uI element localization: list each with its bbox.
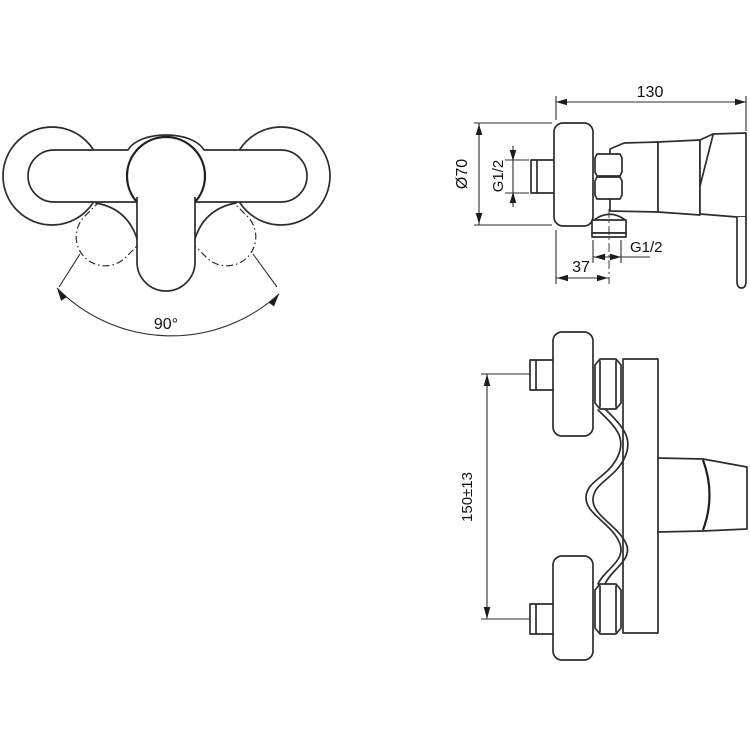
- arrow-g12in-top: [509, 150, 517, 161]
- arrow-d70-bottom: [475, 213, 483, 224]
- arrow-150-bottom: [483, 607, 491, 619]
- arrow-g12in-bottom: [509, 192, 517, 203]
- arrow-150-top: [483, 374, 491, 386]
- body-curve-outer: [585, 409, 622, 585]
- handle-rotated-right-dashed: [159, 169, 257, 267]
- body-fillet-right: [193, 202, 237, 243]
- sweep-arc: [56, 287, 280, 337]
- inlet-tail-side: [530, 159, 556, 194]
- arrow-g12out-right: [610, 253, 621, 261]
- union-nut-top: [594, 358, 622, 410]
- union-nut-bottom: [594, 583, 622, 635]
- handle-grip-face: [702, 458, 748, 532]
- handle-head-edge: [699, 134, 714, 187]
- sweep-tick-left: [58, 253, 81, 288]
- union-nut-top-half: [594, 153, 623, 177]
- body-fillet-left: [95, 202, 139, 243]
- side-view: 130 Ø70 G1/2: [454, 84, 747, 289]
- dimension-37-label: 37: [572, 259, 590, 276]
- dimension-d70-label: Ø70: [454, 159, 471, 189]
- handle-rotated-left-dashed: [75, 169, 173, 267]
- body-curve-inner: [592, 408, 629, 585]
- sweep-arrow-right: [268, 294, 279, 307]
- inlet-tail-top: [529, 359, 556, 391]
- dimension-130-label: 130: [637, 84, 664, 101]
- escutcheon-side: [553, 122, 594, 227]
- arrow-g12out-left: [594, 253, 605, 261]
- escutcheon-bottom: [552, 555, 594, 661]
- arrow-130-left: [556, 98, 567, 106]
- handle-head-side: [699, 132, 747, 218]
- front-view: 90°: [2, 126, 331, 337]
- handle-lever-front: [136, 197, 196, 292]
- face-view: 150±13: [459, 331, 748, 661]
- cartridge-cap-arc: [701, 459, 711, 531]
- cartridge-cap-top: [657, 457, 704, 460]
- body-bar: [622, 358, 659, 634]
- arrow-37-right: [597, 274, 608, 282]
- dimension-150-label: 150±13: [459, 472, 476, 522]
- arrow-130-right: [735, 98, 746, 106]
- sweep-arrow-left: [57, 288, 67, 301]
- inlet-tail-bottom: [529, 603, 556, 635]
- union-nut-bottom-half: [594, 176, 623, 200]
- dimension-inlet-thread-label: G1/2: [490, 160, 507, 193]
- handle-grip-side: [736, 217, 747, 289]
- escutcheon-top: [552, 331, 594, 437]
- dimension-90-label: 90°: [154, 316, 178, 333]
- sweep-tick-right: [252, 253, 278, 288]
- arrow-37-left: [557, 274, 568, 282]
- arrow-d70-top: [475, 124, 483, 135]
- cartridge-cap-bottom: [657, 530, 704, 533]
- valve-body-main: [657, 139, 701, 216]
- dimension-outlet-thread-label: G1/2: [630, 239, 663, 256]
